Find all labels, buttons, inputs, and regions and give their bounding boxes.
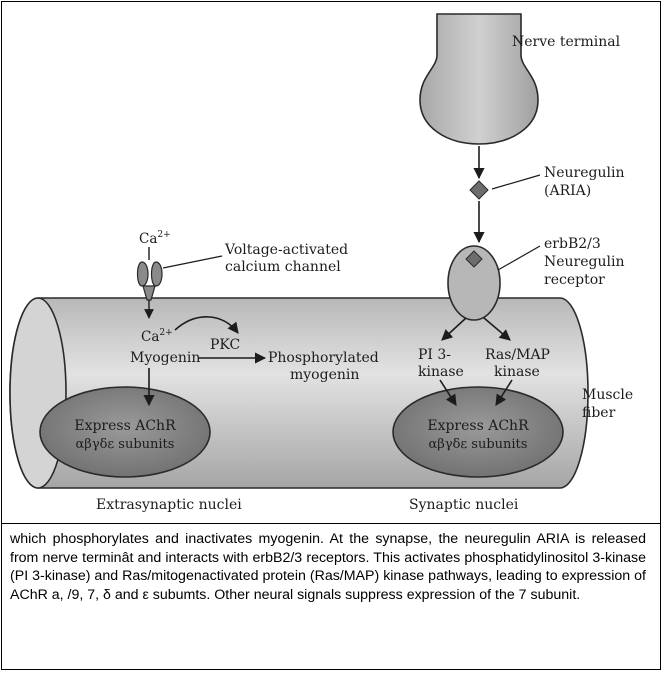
label-syn-nucleus-2: αβγδε subunits [429,437,528,452]
label-pkc: PKC [210,337,240,353]
label-muscle-1: Muscle [582,387,633,403]
label-myogenin: Myogenin [130,350,200,366]
label-rasmap-2: kinase [494,364,540,380]
label-channel-1: Voltage-activated [224,242,348,258]
calcium-channel [138,262,163,300]
label-nerve-terminal: Nerve terminal [512,34,621,50]
label-extrasynaptic: Extrasynaptic nuclei [96,497,242,513]
neuregulin-leader [492,175,540,189]
label-ca-top: Ca2+ [139,230,171,247]
label-extra-nucleus-1: Express AChR [74,418,176,434]
label-synaptic: Synaptic nuclei [409,497,519,513]
label-channel-2: calcium channel [225,259,341,275]
label-syn-nucleus-1: Express AChR [427,418,529,434]
figure-caption: which phosphorylates and inactivates myo… [10,530,646,604]
label-receptor-2: Neuregulin [544,254,624,270]
diagram: Nerve terminal Neuregulin (ARIA) Ca2+ Vo… [0,0,664,524]
label-rasmap-1: Ras/MAP [485,347,550,363]
label-extra-nucleus-2: αβγδε subunits [76,437,175,452]
label-phospho-1: Phosphorylated [268,350,379,366]
label-receptor-1: erbB2/3 [544,236,601,252]
label-phospho-2: myogenin [290,367,359,383]
receptor-leader [498,246,540,270]
label-pi3k-2: kinase [418,364,464,380]
label-pi3k-1: PI 3- [418,347,451,363]
label-receptor-3: receptor [544,272,605,288]
label-aria: (ARIA) [544,183,591,199]
channel-leader [163,256,222,268]
label-muscle-2: fiber [582,405,616,421]
label-neuregulin: Neuregulin [544,165,624,181]
neuregulin-diamond [470,181,488,199]
